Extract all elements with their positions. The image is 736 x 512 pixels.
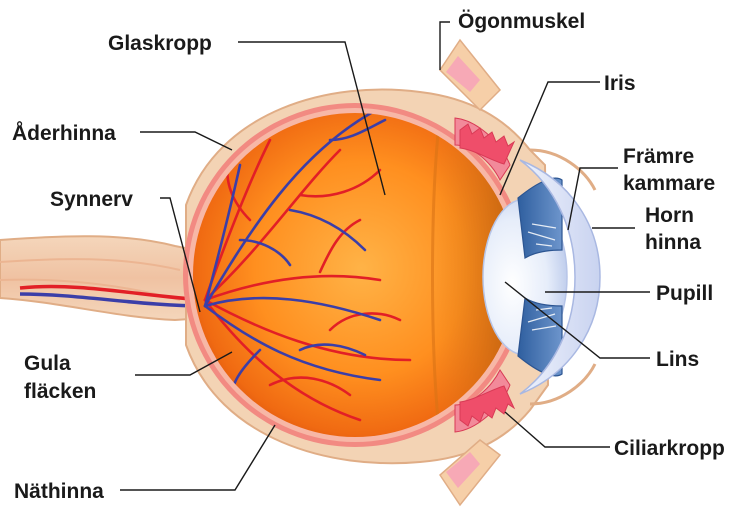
label-lins: Lins	[656, 348, 699, 371]
label-gula-line2: fläcken	[24, 380, 96, 403]
eye-muscle-bottom	[439, 439, 502, 507]
label-ciliarkropp: Ciliarkropp	[614, 437, 725, 460]
eye-muscle-top	[439, 38, 502, 112]
retinal-vessels	[203, 113, 412, 422]
optic-nerve	[0, 235, 206, 322]
ciliary-body	[454, 117, 516, 433]
optic-vein	[19, 292, 206, 308]
label-pupill: Pupill	[656, 282, 713, 305]
optic-artery	[19, 284, 206, 302]
label-horn-line2: hinna	[645, 231, 701, 254]
sclera-rim-bottom	[529, 363, 597, 406]
label-gula-line1: Gula	[24, 352, 71, 375]
label-synnerv: Synnerv	[50, 188, 133, 211]
sclera-rim-top	[529, 148, 597, 191]
label-nathinna: Näthinna	[14, 480, 104, 503]
label-aderhinna: Åderhinna	[12, 121, 116, 145]
leader-lines	[120, 21, 650, 491]
label-framre-line2: kammare	[623, 172, 715, 195]
iris	[517, 177, 563, 377]
label-horn-line1: Horn	[645, 204, 694, 227]
label-ogonmuskel: Ögonmuskel	[458, 10, 585, 33]
label-framre-line1: Främre	[623, 145, 694, 168]
cornea	[519, 159, 601, 395]
label-iris: Iris	[604, 72, 636, 95]
label-glaskropp: Glaskropp	[108, 32, 212, 55]
